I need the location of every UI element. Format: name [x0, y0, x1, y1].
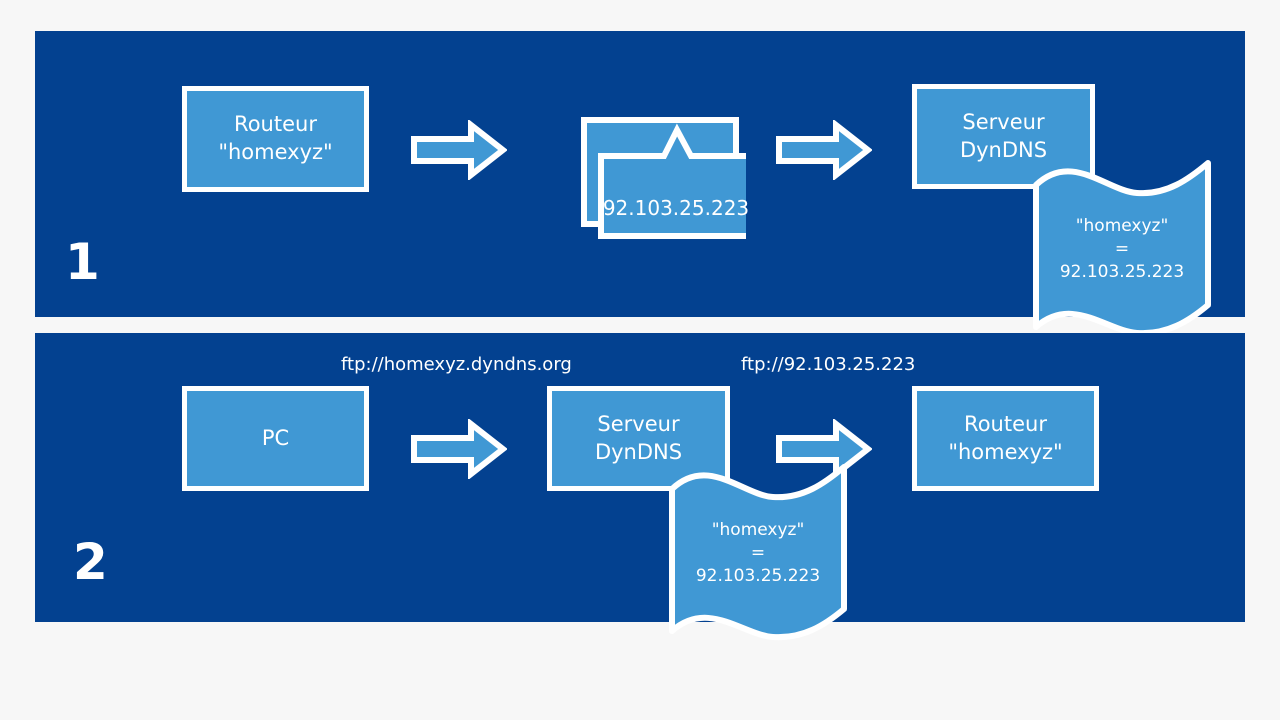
- step-1-arrow-2-icon: [776, 120, 872, 180]
- step-2-left-url-caption: ftp://homexyz.dyndns.org: [341, 354, 572, 375]
- step-1-packet-stack[interactable]: 92.103.25.223: [546, 84, 749, 274]
- step-1-router-box[interactable]: Routeur "homexyz": [182, 86, 369, 192]
- step-1-router-line-2: "homexyz": [218, 140, 333, 164]
- step-2-pc-label: PC: [261, 425, 290, 450]
- step-2-server-box[interactable]: Serveur DynDNS: [547, 386, 730, 491]
- step-1-arrow-1-icon: [411, 120, 507, 180]
- step-2-router-line-2: "homexyz": [948, 439, 1063, 464]
- step-1-server-line-2: DynDNS: [959, 137, 1048, 162]
- step-2-router-box[interactable]: Routeur "homexyz": [912, 386, 1099, 491]
- step-2-dns-record-banner[interactable]: "homexyz" = 92.103.25.223: [663, 461, 853, 641]
- step-1-router-line-1: Routeur: [234, 112, 317, 137]
- step-2-panel: 2 ftp://homexyz.dyndns.org ftp://92.103.…: [35, 333, 1245, 641]
- step-1-server-line-1: Serveur: [962, 109, 1045, 134]
- step-1-dns-record-banner[interactable]: "homexyz" = 92.103.25.223: [1027, 157, 1217, 337]
- step-2-arrow-2-icon: [776, 419, 872, 479]
- step-2-arrow-1-icon: [411, 419, 507, 479]
- step-2-right-url-caption: ftp://92.103.25.223: [741, 354, 916, 375]
- step-2-pc-box[interactable]: PC: [182, 386, 369, 491]
- step-1-number: 1: [65, 233, 100, 291]
- step-2-router-line-1: Routeur: [964, 411, 1047, 436]
- step-1-panel: 1 Routeur "homexyz" 92.103.25.223: [35, 31, 1245, 337]
- step-2-server-line-1: Serveur: [597, 411, 680, 436]
- step-2-server-line-2: DynDNS: [594, 439, 683, 464]
- step-2-number: 2: [73, 533, 108, 591]
